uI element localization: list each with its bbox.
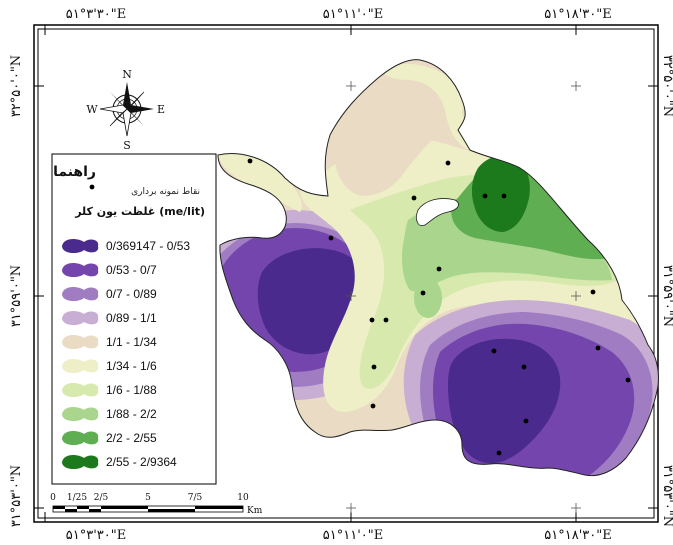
scale-tick-label: 7/5 [188,493,203,503]
study-area-outline [217,59,659,477]
legend-title: راهنما [53,164,96,180]
scale-bar: 0 1/25 2/5 5 7/5 10 Km [50,493,263,516]
legend-swatch [62,239,99,254]
legend-swatch [62,311,99,326]
zone-se-c1 [448,338,561,464]
east-label: E [157,103,165,116]
legend-swatch [62,359,99,374]
legend-class-label: 0/53 - 0/7 [106,263,157,277]
frame-ticks [34,25,658,522]
sample-point [371,364,377,370]
sample-point [521,364,527,370]
scale-tick-label: 5 [145,493,151,503]
sample-point [247,158,253,164]
sample-point [420,290,426,296]
scale-unit: Km [247,506,263,516]
map-frame-outer [33,24,659,523]
zone-arm-c6 [218,153,302,212]
legend-class-label: 0/369147 - 0/53 [106,239,190,253]
legend-swatch [62,383,99,398]
sample-point [383,317,389,323]
coord-bottom-2: ۵۱°۱۱'۰"E [323,528,383,543]
legend-classes: 0/369147 - 0/53 0/53 - 0/7 0/7 - 0/89 0/89 … [62,239,190,470]
legend-points-label: نقاط نمونه برداری [131,187,200,197]
north-arrow: N S E W [86,68,165,152]
legend-swatch [62,263,99,278]
sample-point [595,345,601,351]
lake-hole [416,198,459,227]
zone-center-c8b [414,278,442,318]
sample-point [501,193,507,199]
sample-point [491,348,497,354]
legend-swatch [62,431,99,446]
legend: راهنما نقاط نمونه برداری غلظت یون کلر (m… [51,153,217,485]
map-frame-inner [37,28,655,519]
sample-point [590,289,596,295]
coord-bottom-3: ۵۱°۱۸'۳۰"E [544,528,611,543]
zone-north-c6 [380,63,470,150]
coord-right-1: ۳۲°۵۰'۰"N [660,55,673,117]
legend-point-symbol [89,184,95,190]
sample-point [411,195,417,201]
coord-top-3: ۵۱°۱۸'۳۰"E [544,7,611,22]
sample-point [482,193,488,199]
graticule-crosses [346,81,581,513]
sampling-points [247,158,631,456]
coord-left-2: ۳۱°۵۹'۰"N [9,265,24,327]
west-label: W [86,103,98,116]
scale-tick-label: 1/25 [67,493,87,503]
sample-point [328,235,334,241]
legend-class-label: 1/1 - 1/34 [106,335,157,349]
scale-tick-labels: 0 1/25 2/5 5 7/5 10 [50,493,249,503]
sample-point [436,266,442,272]
sample-point [523,418,529,424]
coord-top-1: ۵۱°۳'۳۰"E [66,7,126,22]
coord-right-3: ۳۱°۵۳'۰"N [660,465,673,527]
legend-subtitle: غلظت یون کلر (me/lit) [74,205,205,218]
south-label: S [123,139,131,152]
legend-swatch [62,287,99,302]
coord-left-1: ۳۲°۵۰'۰"N [9,55,24,117]
sample-point [625,377,631,383]
coord-left-3: ۳۱°۵۳'۰"N [9,465,24,527]
legend-class-label: 1/88 - 2/2 [106,407,157,421]
sample-point [370,403,376,409]
sample-point [369,317,375,323]
concentration-zones [218,59,659,476]
scale-tick-label: 2/5 [94,493,109,503]
north-label: N [122,68,132,81]
coord-top-2: ۵۱°۱۱'۰"E [323,7,383,22]
legend-class-label: 0/7 - 0/89 [106,287,157,301]
zone-north-c5 [334,79,448,196]
legend-class-label: 0/89 - 1/1 [106,311,157,325]
coord-right-2: ۳۱°۵۹'۰"N [660,265,673,327]
legend-class-label: 2/2 - 2/55 [106,431,157,445]
legend-class-label: 1/34 - 1/6 [106,359,157,373]
legend-class-label: 2/55 - 2/9364 [106,455,177,469]
legend-swatch [62,407,99,422]
scale-tick-label: 10 [237,493,249,503]
coord-bottom-1: ۵۱°۳'۳۰"E [66,528,126,543]
legend-swatch [62,455,99,470]
legend-class-label: 1/6 - 1/88 [106,383,157,397]
sample-point [496,450,502,456]
zone-ne-c10 [471,155,530,232]
sample-point [445,160,451,166]
legend-swatch [62,335,99,350]
scale-tick-label: 0 [50,493,56,503]
